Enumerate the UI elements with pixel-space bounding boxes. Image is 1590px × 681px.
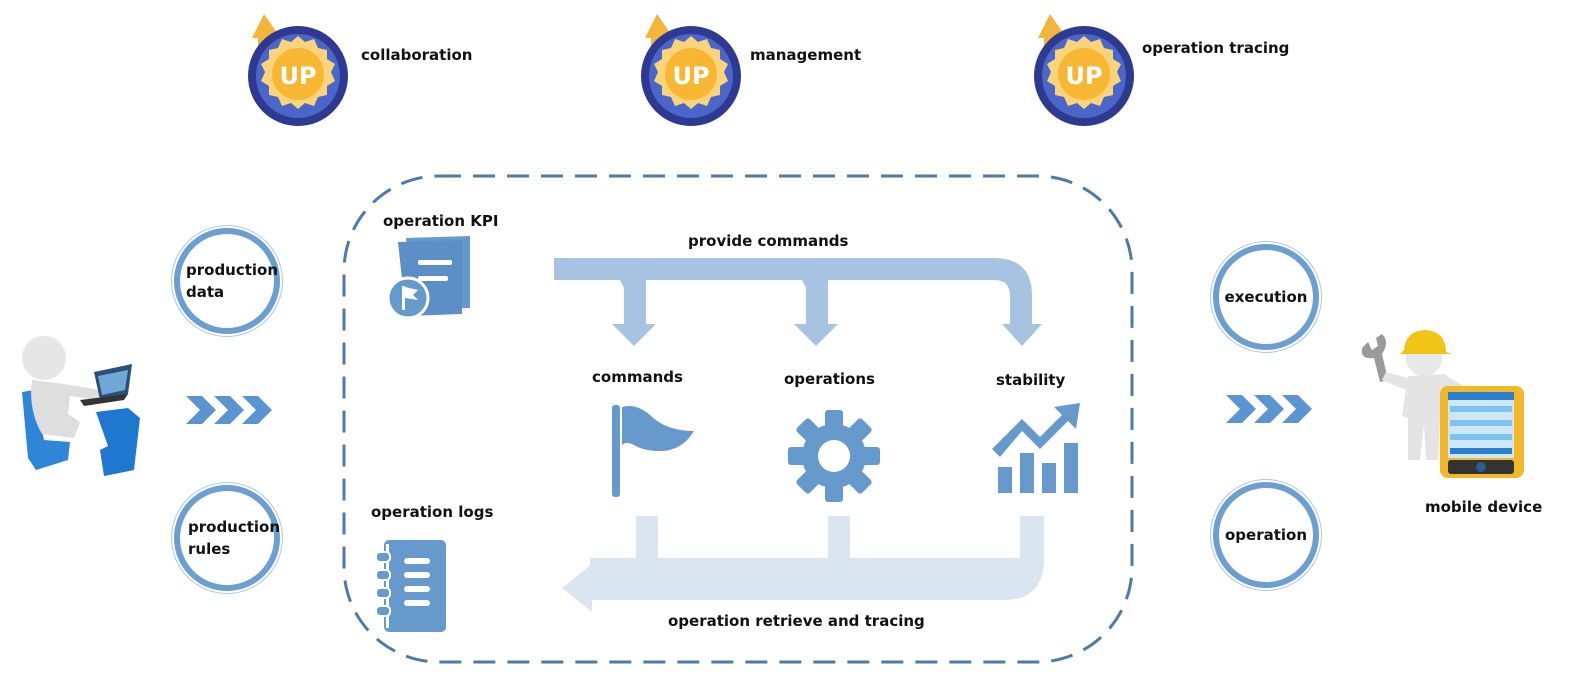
badge-label: operation tracing (1142, 39, 1290, 57)
circle-label-line2: data (186, 283, 225, 301)
circle-production-data: production data (174, 228, 280, 334)
notebook-icon (376, 540, 446, 636)
svg-text:UP: UP (672, 62, 709, 90)
circle-label: execution (1224, 288, 1308, 306)
up-badge-icon: UP (1028, 8, 1140, 140)
process-container (340, 172, 1136, 666)
provide-commands-flow (550, 258, 1060, 358)
provide-commands-label: provide commands (688, 232, 849, 250)
circle-label-line1: production (186, 261, 279, 279)
mobile-device-label: mobile device (1425, 498, 1543, 516)
commands-label: commands (592, 368, 683, 386)
svg-text:UP: UP (279, 62, 316, 90)
operation-logs-label: operation logs (371, 503, 494, 521)
kpi-document-icon (386, 232, 482, 322)
flag-icon (610, 405, 700, 497)
worker-with-device-icon (1354, 320, 1534, 490)
circle-production-rules: production rules (174, 485, 280, 591)
circle-label-line1: production (188, 518, 281, 536)
circle-label-line2: rules (188, 540, 231, 558)
up-badge-icon: UP (635, 8, 747, 140)
gear-icon (788, 410, 880, 502)
stability-label: stability (996, 371, 1066, 389)
svg-text:UP: UP (1065, 62, 1102, 90)
retrieve-tracing-label: operation retrieve and tracing (668, 612, 925, 630)
operation-kpi-label: operation KPI (383, 212, 499, 230)
up-badge-icon: UP (242, 8, 354, 140)
growth-chart-icon (992, 403, 1082, 495)
circle-label: operation (1224, 526, 1308, 544)
badge-label: management (750, 46, 862, 64)
badge-label: collaboration (361, 46, 473, 64)
retrieve-tracing-flow (550, 516, 1060, 612)
circle-execution: execution (1213, 244, 1319, 350)
person-at-laptop-icon (8, 330, 153, 480)
chevrons-right-icon (1226, 395, 1314, 423)
circle-operation: operation (1213, 482, 1319, 588)
chevrons-right-icon (186, 396, 274, 424)
operations-label: operations (784, 370, 875, 388)
